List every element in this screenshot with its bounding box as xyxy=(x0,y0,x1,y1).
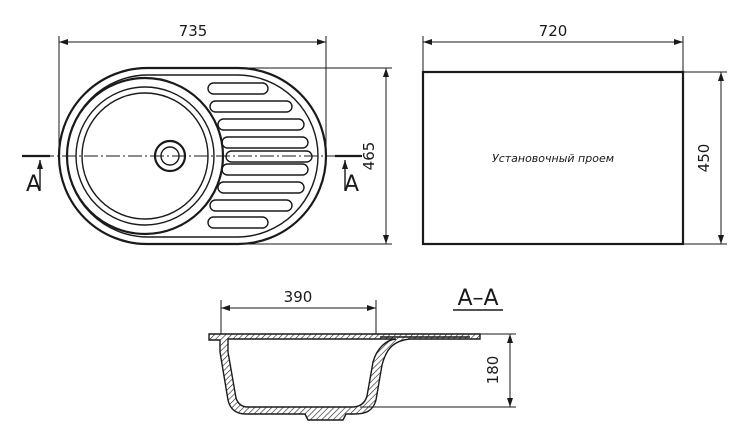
dim-bowl-width: 390 xyxy=(284,288,313,306)
dim-cutout-height: 450 xyxy=(695,144,713,173)
dim-bowl-depth: 180 xyxy=(484,356,502,385)
section-mark-left: A xyxy=(26,172,41,197)
cutout-rectangle xyxy=(421,70,685,246)
cutout-view: Установочный проем 720 450 xyxy=(421,22,727,246)
dim-cutout-width: 720 xyxy=(539,22,568,40)
section-title: A–A xyxy=(457,286,498,311)
rib-8 xyxy=(209,199,293,212)
section-view: A–A 390 180 xyxy=(208,286,516,421)
rib-9 xyxy=(207,216,269,229)
dim-sink-height: 465 xyxy=(360,142,378,171)
dim-sink-width: 735 xyxy=(179,22,208,40)
rib-7 xyxy=(217,181,305,194)
section-mark-right: A xyxy=(344,172,359,197)
section-profile xyxy=(208,333,481,421)
sink-top-view: A A 735 465 xyxy=(22,22,392,246)
rib-6 xyxy=(221,163,309,176)
rib-3 xyxy=(217,118,305,131)
drainboard-ribs xyxy=(207,82,313,229)
cutout-note: Установочный проем xyxy=(492,152,614,165)
rib-4 xyxy=(221,136,309,149)
rib-1 xyxy=(207,82,269,95)
rib-2 xyxy=(209,100,293,113)
